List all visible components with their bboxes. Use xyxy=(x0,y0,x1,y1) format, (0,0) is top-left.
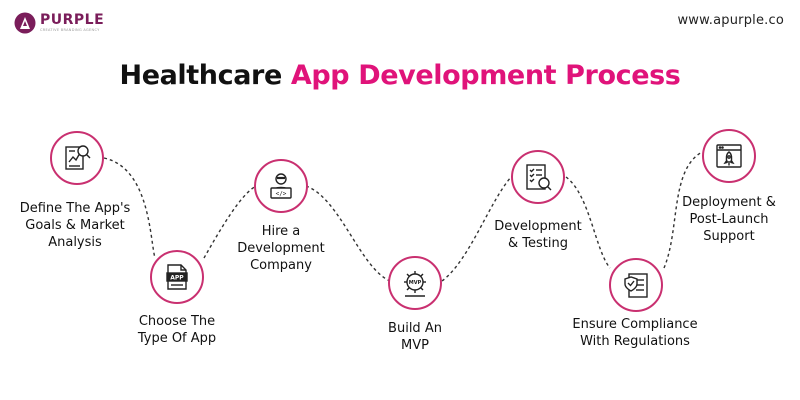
step-3-node: </> xyxy=(254,159,308,213)
analysis-chart-icon xyxy=(65,145,91,170)
site-url[interactable]: www.apurple.co xyxy=(677,13,784,28)
developer-icon: </> xyxy=(270,173,292,199)
step-5-label: Development& Testing xyxy=(494,219,582,251)
step-4-node: MVP xyxy=(388,256,442,310)
step-5-node xyxy=(511,150,565,204)
step-1-node xyxy=(50,131,104,185)
brand-logo[interactable]: PURPLE CREATIVE BRANDING AGENCY xyxy=(14,12,104,34)
step-2-node: APP xyxy=(150,250,204,304)
title-part-2: App Development Process xyxy=(290,60,681,91)
logo-name: PURPLE xyxy=(40,12,105,28)
svg-text:MVP: MVP xyxy=(409,280,422,286)
app-file-icon: APP xyxy=(166,264,188,290)
logo-mark-icon xyxy=(14,12,36,34)
step-6-node xyxy=(609,258,663,312)
compliance-document-icon xyxy=(624,273,648,298)
testing-checklist-icon xyxy=(526,164,552,191)
step-7-node xyxy=(702,129,756,183)
title-part-1: Healthcare xyxy=(119,60,291,91)
rocket-launch-icon xyxy=(716,144,742,168)
mvp-gear-icon: MVP xyxy=(404,271,426,297)
page-title: Healthcare App Development Process xyxy=(0,60,800,91)
svg-text:APP: APP xyxy=(170,275,184,282)
logo-tagline: CREATIVE BRANDING AGENCY xyxy=(40,28,100,32)
svg-text:</>: </> xyxy=(276,191,287,198)
